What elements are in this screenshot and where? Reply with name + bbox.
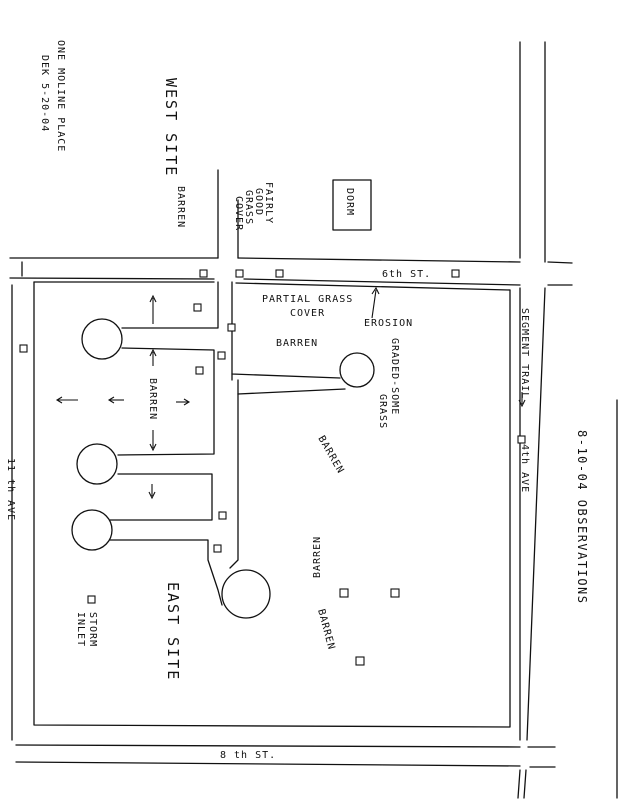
svg-text:FAIRLY: FAIRLY [263,182,274,224]
dorm-label: DORM [344,188,355,216]
east-site-label: EAST SITE [164,582,182,681]
svg-text:GRADED-SOME: GRADED-SOME [389,338,400,415]
barren-se2-note: BARREN [315,608,337,652]
svg-text:GRASS: GRASS [243,190,254,225]
site-boundary [33,281,511,728]
west-site-label: WEST SITE [162,78,180,177]
barren-west-note: BARREN [175,186,186,228]
inspector-date: DEK 5-20-04 [39,55,50,132]
svg-text:STORM: STORM [87,612,98,647]
graded-some-grass-note: GRADED-SOME GRASS [377,338,400,429]
eighth-street-label: 8 th ST. [220,750,276,761]
place-label: ONE MOLINE PLACE [55,40,66,152]
svg-text:INLET: INLET [75,612,86,647]
svg-text:COVER: COVER [290,308,325,319]
storm-inlet-note: STORM INLET [75,612,98,647]
drainage-arrows [55,286,526,500]
svg-text:GOOD: GOOD [253,188,264,216]
fairly-good-grass-note: FAIRLY GOOD GRASS COVER [233,182,274,231]
street-lines [9,41,618,799]
svg-text:COVER: COVER [233,196,244,231]
road-network [71,281,375,619]
observations-title: 8-10-04 OBSERVATIONS [575,430,589,605]
inlet-markers [19,269,526,666]
dorm-building: DORM [332,179,372,231]
svg-text:PARTIAL GRASS: PARTIAL GRASS [262,294,353,305]
svg-text:GRASS: GRASS [377,394,388,429]
barren-mid-note: BARREN [276,338,318,349]
eleventh-ave-label: 11 th AVE [5,458,16,521]
barren-east-note: BARREN [315,434,346,476]
erosion-note: EROSION [364,318,413,329]
segment-trail-label: SEGMENT TRAIL [519,308,530,399]
barren-se1-note: BARREN [312,536,323,578]
fourth-ave-label: 4th AVE [519,444,530,493]
sixth-street-label: 6th ST. [382,269,431,280]
barren-vertical-note: BARREN [147,378,158,420]
partial-grass-note: PARTIAL GRASS COVER [262,294,353,319]
